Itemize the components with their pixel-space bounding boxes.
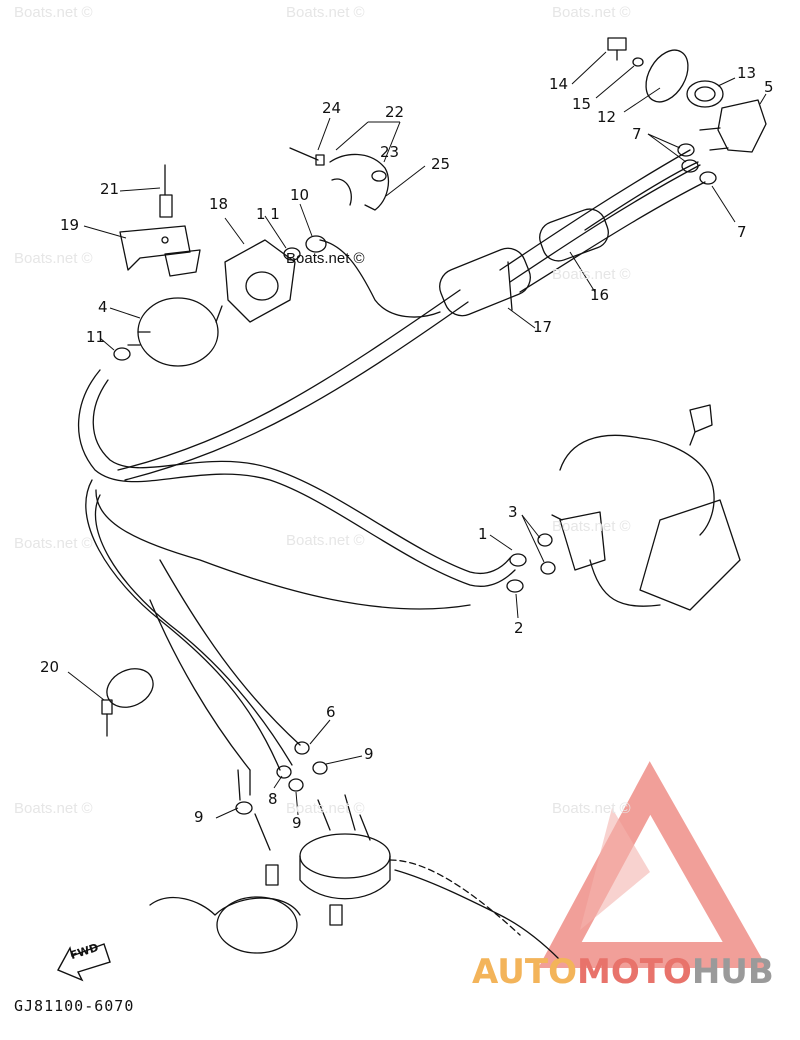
part-17-sleeve [439,247,531,317]
brand-logo-icon [538,761,768,968]
watermark: Boats.net © [286,4,365,21]
callout-1: 1 [478,525,488,543]
brand-part-hub: HUB [691,952,774,992]
callout-18: 18 [209,195,229,213]
callout-17: 17 [533,318,553,336]
watermark: Boats.net © [14,4,93,21]
part-4-filter [127,297,223,367]
hose-fuel-line-d [149,599,251,771]
callout-22: 22 [385,103,405,121]
callout-23: 23 [380,143,400,161]
hose-lower-loop [95,489,471,610]
callout-21: 21 [100,180,120,198]
callout-15: 15 [572,95,592,113]
part-12-cover [645,49,689,103]
callout-20: 20 [40,658,60,676]
fuel-sender-unit [265,794,391,926]
callout-8: 8 [268,790,278,808]
part-6-hose-end [294,741,310,755]
callout-3: 3 [508,503,518,521]
part-8-hose-end [276,765,292,779]
part-18-bracket [224,239,296,323]
watermark: Boats.net © [552,266,631,283]
watermark: Boats.net © [552,800,631,817]
brand-part-auto: AUTO [472,952,577,992]
callout-4: 4 [98,298,108,316]
part-5-connector [699,99,767,153]
part-11-clip-lower [113,347,131,361]
leader-lines [67,51,767,819]
callout-6: 6 [326,703,336,721]
callout-11: 11 [86,328,106,346]
watermark: Boats.net © [286,532,365,549]
part-11-clip-upper [283,247,301,261]
callout-16: 16 [590,286,610,304]
part-19-plate [119,225,191,271]
hose-to-10 [319,239,441,318]
part-7-clips [677,143,717,185]
callout-13: 13 [737,64,757,82]
part-9-clips [235,761,328,815]
part-20-tie [101,668,154,737]
part-3-clips [537,514,563,575]
callout-2: 2 [514,619,524,637]
watermark: Boats.net © [552,518,631,535]
callout-24: 24 [322,99,342,117]
callout-10: 10 [290,186,310,204]
part-10-hose [305,235,327,253]
part-1-hose-end [509,553,527,567]
part-22-clamp [289,147,389,211]
part-14-bolt [607,37,627,61]
watermark: Boats.net © [14,250,93,267]
callout-19: 19 [60,216,80,234]
callout-12: 12 [597,108,617,126]
hose-upper-left [117,289,461,471]
brand-wordmark: AUTOMOTOHUB [472,952,774,992]
watermark-overlay: Boats.net © [286,250,365,267]
callout-14: 14 [549,75,569,93]
watermark: Boats.net © [14,535,93,552]
part-13-ring [686,80,724,108]
brand-part-moto: MOTO [576,952,692,992]
part-16-sleeve [539,208,609,262]
watermark: Boats.net © [552,4,631,21]
part-21-bolt [159,164,173,244]
fwd-arrow-icon [57,943,111,982]
watermark: Boats.net © [14,800,93,817]
part-15-washer [632,57,644,67]
callout-7: 7 [737,223,747,241]
tank-outline [149,869,561,961]
diagram-part-code: GJ81100-6070 [14,997,135,1015]
hose-fuel-line-b [94,494,293,766]
hose-fuel-line-a [85,479,281,771]
callout-9: 9 [194,808,204,826]
part-2-hose-end [506,579,524,593]
hose-main-inner [92,379,511,574]
callout-9: 9 [292,814,302,832]
engine-block [559,404,741,611]
callout-9: 9 [364,745,374,763]
hose-main-outer [77,369,516,587]
callout-25: 25 [431,155,451,173]
callout-7: 7 [632,125,642,143]
hose-fuel-line-c [159,559,301,746]
callout-11: 1 1 [256,205,280,223]
callout-5: 5 [764,78,774,96]
hose-upper-left-2 [124,301,469,481]
watermark: Boats.net © [286,800,365,817]
